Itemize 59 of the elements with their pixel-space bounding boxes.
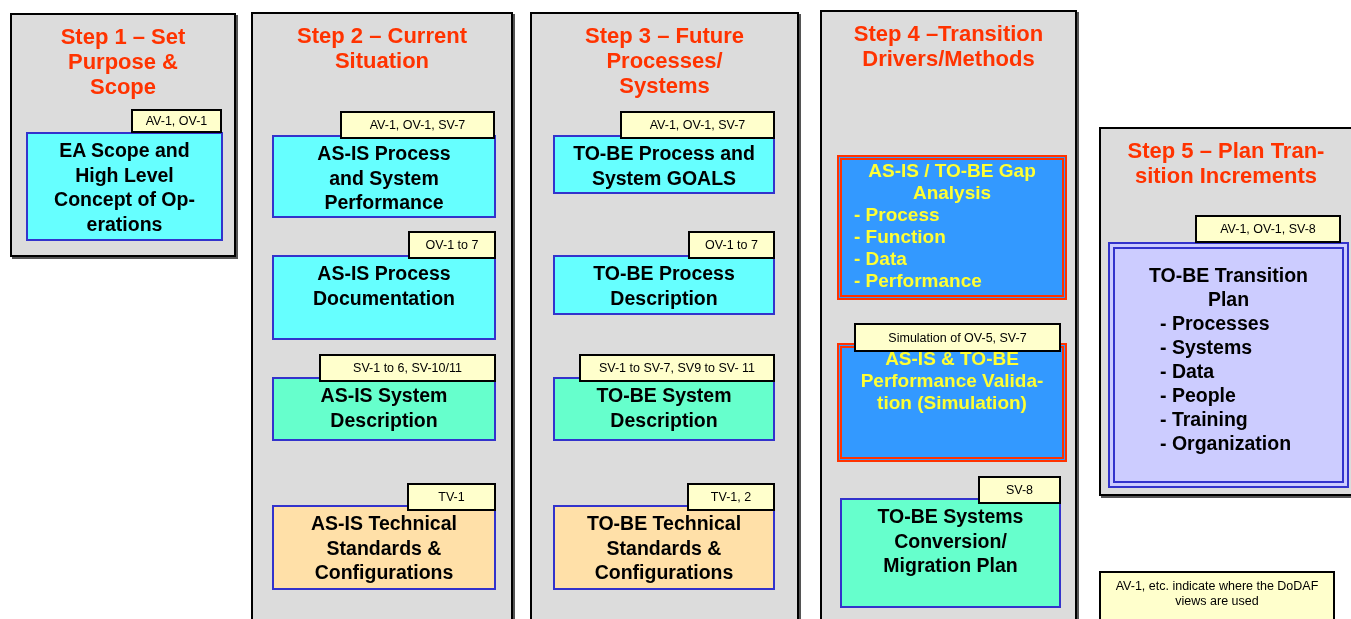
plan-box [1108,242,1349,488]
view-tag: TV-1, 2 [687,483,775,511]
step-title: Step 1 – Set Purpose & Scope [59,24,187,99]
view-tag: SV-1 to SV-7, SV9 to SV- 11 [579,354,775,382]
box-text: AS-IS System Description [319,383,449,432]
view-tag: AV-1, OV-1, SV-7 [620,111,775,139]
box-text: TO-BE Transition Plan [1148,263,1309,311]
step-panel [820,10,1077,619]
list-item: - People [1159,383,1237,407]
list-item: - Process [853,204,941,226]
analysis-box [837,343,1067,462]
step-panel [251,12,513,619]
step-panel [10,13,236,257]
step-title: Step 3 – Future Processes/ Systems [584,23,745,98]
step-panel [530,12,799,619]
box-text: AS-IS / TO-BE Gap Analysis [867,160,1037,204]
box-text: AS-IS Process Documentation [312,261,456,310]
list-item: - Organization [1159,431,1293,455]
list-item: - Training [1159,407,1249,431]
box-text: EA Scope and High Level Concept of Op-erations [53,138,196,236]
process-box [553,255,775,315]
step-title: Step 2 – Current Situation [296,23,468,73]
box-text: AS-IS Technical Standards & Configurations [310,511,458,585]
view-tag: SV-1 to 6, SV-10/11 [319,354,496,382]
box-text: AS-IS Process and System Performance [316,141,452,215]
box-text: TO-BE System Description [595,383,733,432]
step-panel [1099,127,1351,496]
list-item: - Data [1159,359,1216,383]
list-item: - Systems [1159,335,1254,359]
view-tag: AV-1, OV-1 [131,109,222,133]
process-box [553,135,775,194]
analysis-box [837,155,1067,300]
process-box [272,255,496,340]
box-text: TO-BE Process Description [592,261,736,310]
view-tag: OV-1 to 7 [688,231,775,259]
box-text: TO-BE Systems Conversion/ Migration Plan [876,504,1025,578]
note-text: AV-1, etc. indicate where the DoDAF views are used [1114,579,1320,609]
process-box [553,505,775,590]
process-box [26,132,223,241]
process-box [272,377,496,441]
process-box [840,498,1061,608]
box-text: TO-BE Technical Standards & Configurations [585,511,743,585]
view-tag: OV-1 to 7 [408,231,496,259]
process-box [553,377,775,441]
view-tag: SV-8 [978,476,1061,504]
list-item: - Data [853,248,908,270]
process-box [272,505,496,590]
view-tag: AV-1, OV-1, SV-8 [1195,215,1341,243]
list-item: - Function [853,226,947,248]
step-title: Step 5 – Plan Tran-sition Increments [1126,138,1326,188]
view-tag: TV-1 [407,483,496,511]
note-box [1099,571,1335,619]
view-tag: Simulation of OV-5, SV-7 [854,323,1061,352]
process-box [272,135,496,218]
list-item: - Performance [853,270,983,292]
list-item: - Processes [1159,311,1271,335]
step-title: Step 4 –Transition Drivers/Methods [852,21,1045,71]
box-text: TO-BE Process and System GOALS [572,141,756,190]
view-tag: AV-1, OV-1, SV-7 [340,111,495,139]
